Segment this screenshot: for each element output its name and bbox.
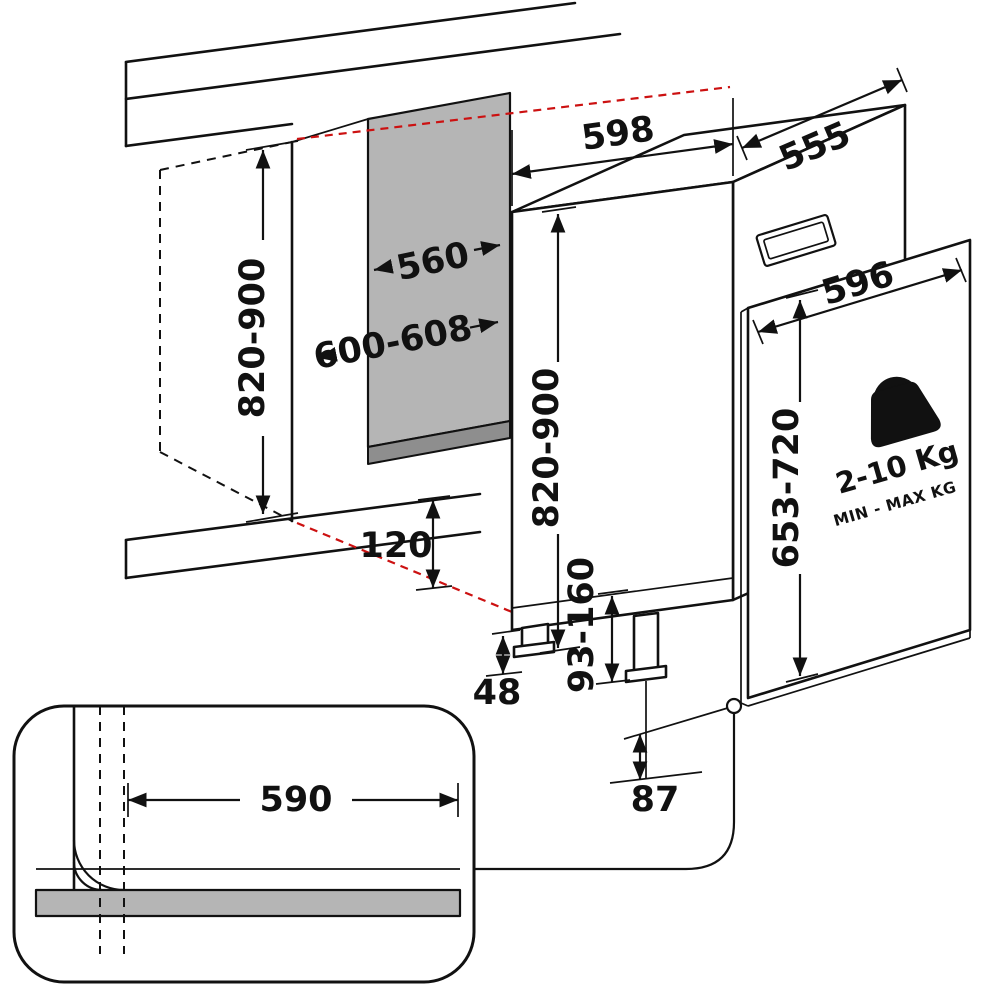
dim-label-foot-offset: 48 — [473, 673, 522, 713]
detail-bubble: 590 — [12, 704, 476, 984]
dim-label-appliance-height: 820-900 — [527, 368, 567, 529]
dim-label-base-clearance: 120 — [359, 526, 432, 566]
dim-label-plinth-cutout-width: 590 — [259, 780, 332, 820]
countertop-lines — [124, 1, 622, 148]
cabinet-base-lines — [124, 492, 482, 580]
dim-floor-clearance: 87 — [609, 681, 742, 820]
dim-label-door-height: 653-720 — [767, 408, 807, 569]
control-panel — [755, 214, 837, 267]
dim-plinth-height: 93-160 — [562, 557, 631, 693]
foot-rear — [624, 611, 668, 684]
dishwasher-front-face — [510, 180, 735, 632]
leader-line — [474, 697, 743, 871]
furniture-door-panel — [740, 238, 972, 707]
weight-icon — [870, 376, 941, 448]
dim-label-niche-height: 820-900 — [233, 258, 273, 419]
cabinet-niche — [290, 118, 369, 523]
projection-line-bottom — [296, 521, 513, 614]
dim-plinth-cutout-width: 590 — [127, 780, 459, 820]
dim-appliance-height: 820-900 — [527, 206, 581, 654]
dim-label-floor-clearance: 87 — [631, 780, 680, 820]
plinth-strip — [34, 888, 462, 918]
dim-base-clearance: 120 — [359, 495, 453, 591]
leader-circle — [725, 697, 743, 715]
niche-back-panel — [366, 91, 512, 465]
projection-line-top — [296, 85, 731, 141]
dim-foot-offset: 48 — [473, 629, 523, 713]
dim-niche-height: 820-900 — [233, 140, 299, 523]
dim-door-height: 653-720 — [767, 289, 819, 683]
dim-label-plinth-height: 93-160 — [562, 557, 602, 693]
